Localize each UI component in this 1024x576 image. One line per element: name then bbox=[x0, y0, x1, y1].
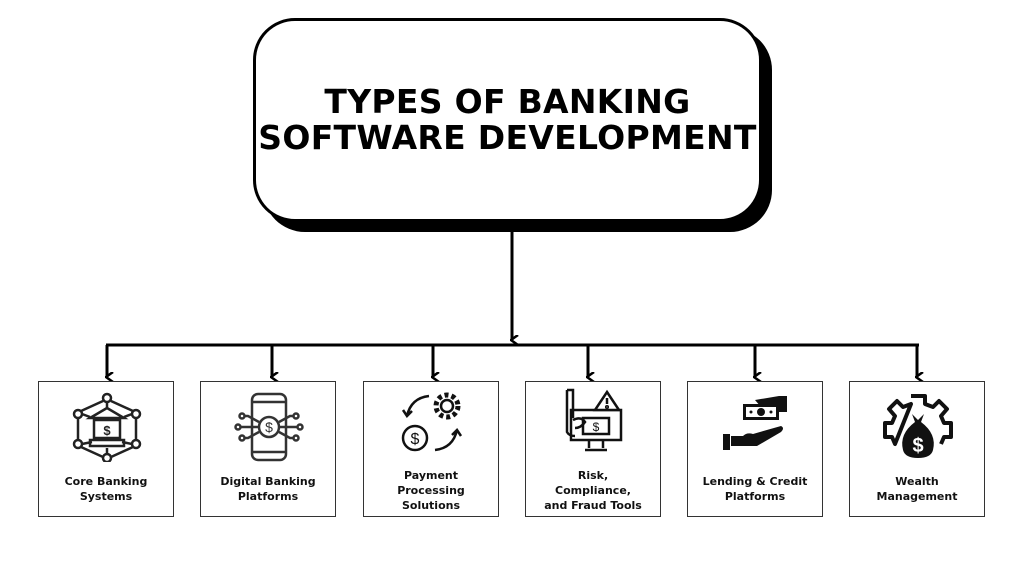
card-label: Payment Processing Solutions bbox=[397, 469, 465, 512]
card-digital-banking: $ Digital Banking Platforms bbox=[200, 381, 336, 517]
card-label: Lending & Credit Platforms bbox=[702, 475, 808, 503]
title-box: TYPES OF BANKING SOFTWARE DEVELOPMENT bbox=[253, 18, 762, 222]
payment-cycle-gear-icon: $ bbox=[401, 392, 463, 452]
gear-money-bag-icon: $ bbox=[883, 394, 953, 458]
card-wealth-management: $ Wealth Management bbox=[849, 381, 985, 517]
svg-text:$: $ bbox=[912, 435, 923, 457]
hands-money-icon bbox=[723, 396, 787, 450]
title-line-1: TYPES OF BANKING bbox=[324, 82, 691, 121]
svg-text:$: $ bbox=[103, 423, 111, 438]
card-lending-credit: Lending & Credit Platforms bbox=[687, 381, 823, 517]
card-label: Risk, Compliance, and Fraud Tools bbox=[544, 469, 642, 512]
svg-text:$: $ bbox=[593, 420, 600, 434]
card-label: Core Banking Systems bbox=[64, 475, 148, 503]
svg-text:$: $ bbox=[411, 431, 420, 448]
bank-network-icon: $ bbox=[72, 392, 142, 462]
svg-text:$: $ bbox=[265, 419, 273, 435]
mobile-dollar-icon: $ bbox=[234, 392, 304, 462]
card-label: Digital Banking Platforms bbox=[220, 475, 316, 503]
card-risk-compliance: $ Risk, Compliance, and Fraud Tools bbox=[525, 381, 661, 517]
card-payment-processing: $ Payment Processing Solutions bbox=[363, 381, 499, 517]
card-label: Wealth Management bbox=[876, 475, 958, 503]
monitor-warning-hand-icon: $ bbox=[565, 388, 623, 452]
diagram-title: TYPES OF BANKING SOFTWARE DEVELOPMENT bbox=[258, 84, 756, 156]
card-core-banking: $ Core Banking Systems bbox=[38, 381, 174, 517]
title-line-2: SOFTWARE DEVELOPMENT bbox=[258, 118, 757, 157]
